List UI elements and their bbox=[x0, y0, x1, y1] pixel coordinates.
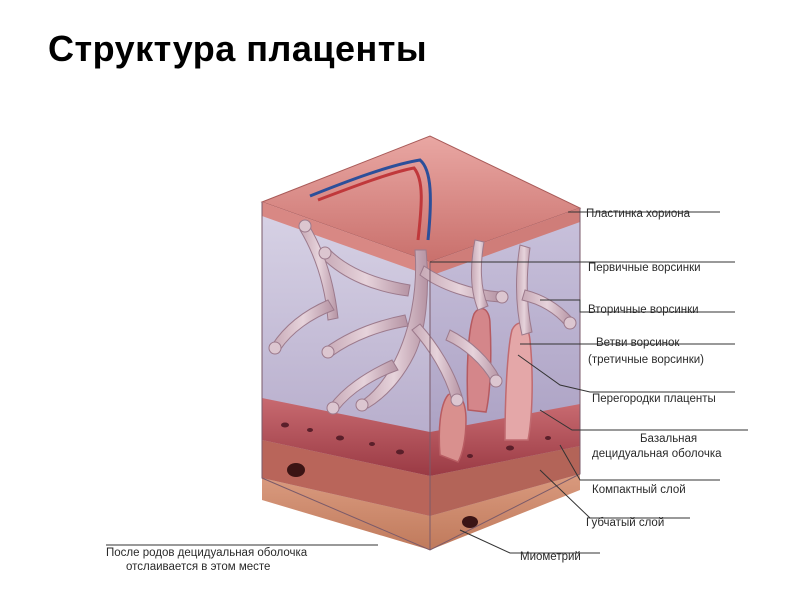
leader-lines bbox=[106, 211, 748, 554]
label-detach-2: отслаивается в этом месте bbox=[126, 561, 270, 573]
basal-decidua-left bbox=[262, 398, 430, 476]
umbilical-vessel-red bbox=[317, 166, 423, 241]
label-villus-branches: Ветви ворсинок bbox=[596, 337, 680, 349]
label-chorion-plate: Пластинка хориона bbox=[586, 208, 691, 220]
label-tertiary-villi: (третичные ворсинки) bbox=[588, 354, 704, 366]
label-placental-septa: Перегородки плаценты bbox=[592, 393, 716, 405]
label-basal-2: децидуальная оболочка bbox=[592, 448, 722, 460]
umbilical-vessel-blue bbox=[309, 158, 432, 241]
label-myometrium: Миометрий bbox=[520, 551, 581, 563]
label-primary-villi: Первичные ворсинки bbox=[588, 262, 701, 274]
page-title: Структура плаценты bbox=[48, 28, 428, 69]
villus-tips bbox=[268, 219, 577, 415]
decidual-vessels bbox=[281, 422, 551, 528]
spongy-layer-left bbox=[262, 440, 430, 516]
label-secondary-villi: Вторичные ворсинки bbox=[588, 304, 699, 316]
label-spongy-layer: Губчатый слой bbox=[586, 517, 664, 529]
label-compact-layer: Компактный слой bbox=[592, 484, 686, 496]
label-detach-1: После родов децидуальная оболочка bbox=[106, 547, 308, 559]
spongy-layer-right bbox=[430, 446, 580, 516]
chorion-plate-right bbox=[430, 208, 580, 276]
villous-tree-primary bbox=[271, 223, 573, 411]
label-basal-1: Базальная bbox=[640, 433, 697, 445]
